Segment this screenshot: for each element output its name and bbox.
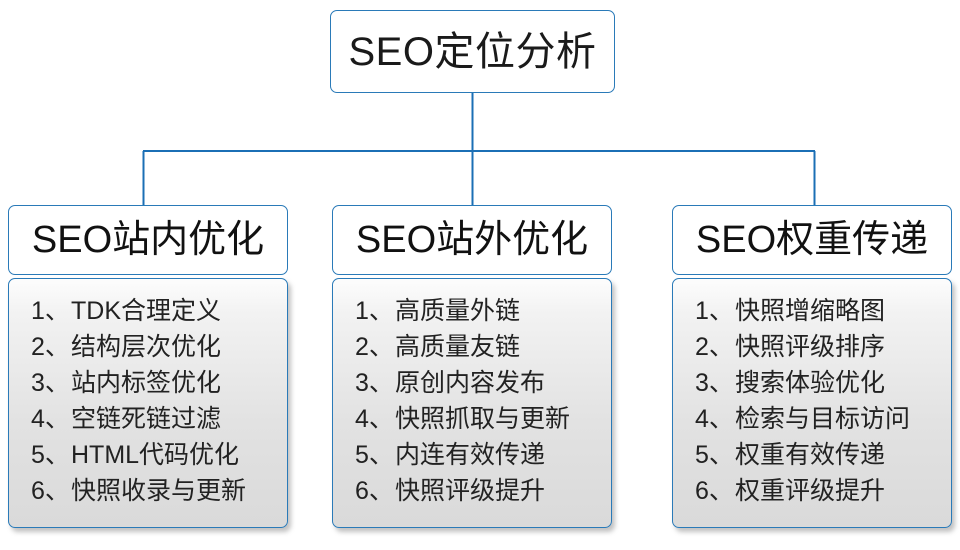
- list-item-text: 快照增缩略图: [735, 297, 886, 325]
- list-item: 1、 快照增缩略图: [695, 293, 951, 329]
- list-item-number: 6、: [355, 477, 394, 505]
- list-item-text: 权重有效传递: [735, 441, 886, 469]
- list-item: 1、 TDK合理定义: [31, 293, 287, 329]
- list-item: 5、 内连有效传递: [355, 437, 611, 473]
- list-item-number: 5、: [695, 441, 734, 469]
- list-item: 3、 原创内容发布: [355, 365, 611, 401]
- list-item: 1、 高质量外链: [355, 293, 611, 329]
- list-item-number: 1、: [695, 297, 734, 325]
- list-item: 3、 搜索体验优化: [695, 365, 951, 401]
- list-item-text: 内连有效传递: [395, 441, 546, 469]
- list-item: 5、 HTML代码优化: [31, 437, 287, 473]
- list-item-text: 快照评级排序: [735, 333, 886, 361]
- list-item: 2、 结构层次优化: [31, 329, 287, 365]
- branch-body-1: 1、 TDK合理定义 2、 结构层次优化 3、 站内标签优化 4、 空链死链过滤…: [8, 278, 288, 528]
- list-item-text: 高质量友链: [395, 333, 521, 361]
- branch-column-1: SEO站内优化 1、 TDK合理定义 2、 结构层次优化 3、 站内标签优化 4…: [8, 205, 288, 528]
- list-item-text: 检索与目标访问: [735, 405, 911, 433]
- list-item: 2、 高质量友链: [355, 329, 611, 365]
- list-item-number: 3、: [355, 369, 394, 397]
- list-item-number: 4、: [355, 405, 394, 433]
- list-item: 6、 快照评级提升: [355, 473, 611, 509]
- list-item: 4、 快照抓取与更新: [355, 401, 611, 437]
- list-item-number: 2、: [31, 333, 70, 361]
- list-item-number: 6、: [695, 477, 734, 505]
- branch-header-label-3: SEO权重传递: [695, 219, 929, 261]
- branch-body-2: 1、 高质量外链 2、 高质量友链 3、 原创内容发布 4、 快照抓取与更新 5…: [332, 278, 612, 528]
- branch-header-3[interactable]: SEO权重传递: [672, 205, 952, 275]
- list-item-number: 4、: [31, 405, 70, 433]
- list-item-text: 权重评级提升: [735, 477, 886, 505]
- list-item-number: 6、: [31, 477, 70, 505]
- list-item-text: 空链死链过滤: [71, 405, 222, 433]
- list-item-number: 2、: [695, 333, 734, 361]
- list-item-number: 5、: [31, 441, 70, 469]
- list-item-text: 快照收录与更新: [71, 477, 247, 505]
- branch-header-2[interactable]: SEO站外优化: [332, 205, 612, 275]
- branch-column-2: SEO站外优化 1、 高质量外链 2、 高质量友链 3、 原创内容发布 4、 快: [332, 205, 612, 528]
- branch-header-label-2: SEO站外优化: [355, 219, 589, 261]
- branch-body-3: 1、 快照增缩略图 2、 快照评级排序 3、 搜索体验优化 4、 检索与目标访问…: [672, 278, 952, 528]
- list-item-text: 搜索体验优化: [735, 369, 886, 397]
- list-item: 2、 快照评级排序: [695, 329, 951, 365]
- list-item-number: 3、: [695, 369, 734, 397]
- list-item-text: 原创内容发布: [395, 369, 546, 397]
- list-item-text: TDK合理定义: [71, 297, 222, 325]
- list-item-text: 快照抓取与更新: [395, 405, 571, 433]
- list-item-number: 5、: [355, 441, 394, 469]
- branch-item-list-3: 1、 快照增缩略图 2、 快照评级排序 3、 搜索体验优化 4、 检索与目标访问…: [673, 293, 951, 509]
- list-item: 6、 快照收录与更新: [31, 473, 287, 509]
- list-item-text: HTML代码优化: [71, 441, 240, 469]
- list-item-number: 1、: [31, 297, 70, 325]
- branch-header-1[interactable]: SEO站内优化: [8, 205, 288, 275]
- branch-header-label-1: SEO站内优化: [31, 219, 265, 261]
- list-item: 4、 检索与目标访问: [695, 401, 951, 437]
- root-node-label: SEO定位分析: [348, 29, 597, 74]
- list-item: 6、 权重评级提升: [695, 473, 951, 509]
- branch-item-list-2: 1、 高质量外链 2、 高质量友链 3、 原创内容发布 4、 快照抓取与更新 5…: [333, 293, 611, 509]
- list-item: 5、 权重有效传递: [695, 437, 951, 473]
- list-item-number: 1、: [355, 297, 394, 325]
- branch-item-list-1: 1、 TDK合理定义 2、 结构层次优化 3、 站内标签优化 4、 空链死链过滤…: [9, 293, 287, 509]
- list-item: 3、 站内标签优化: [31, 365, 287, 401]
- list-item: 4、 空链死链过滤: [31, 401, 287, 437]
- list-item-text: 结构层次优化: [71, 333, 222, 361]
- list-item-text: 高质量外链: [395, 297, 521, 325]
- list-item-text: 站内标签优化: [71, 369, 222, 397]
- branch-column-3: SEO权重传递 1、 快照增缩略图 2、 快照评级排序 3、 搜索体验优化 4、: [672, 205, 952, 528]
- list-item-number: 4、: [695, 405, 734, 433]
- list-item-number: 2、: [355, 333, 394, 361]
- list-item-text: 快照评级提升: [395, 477, 546, 505]
- root-node[interactable]: SEO定位分析: [330, 10, 615, 93]
- list-item-number: 3、: [31, 369, 70, 397]
